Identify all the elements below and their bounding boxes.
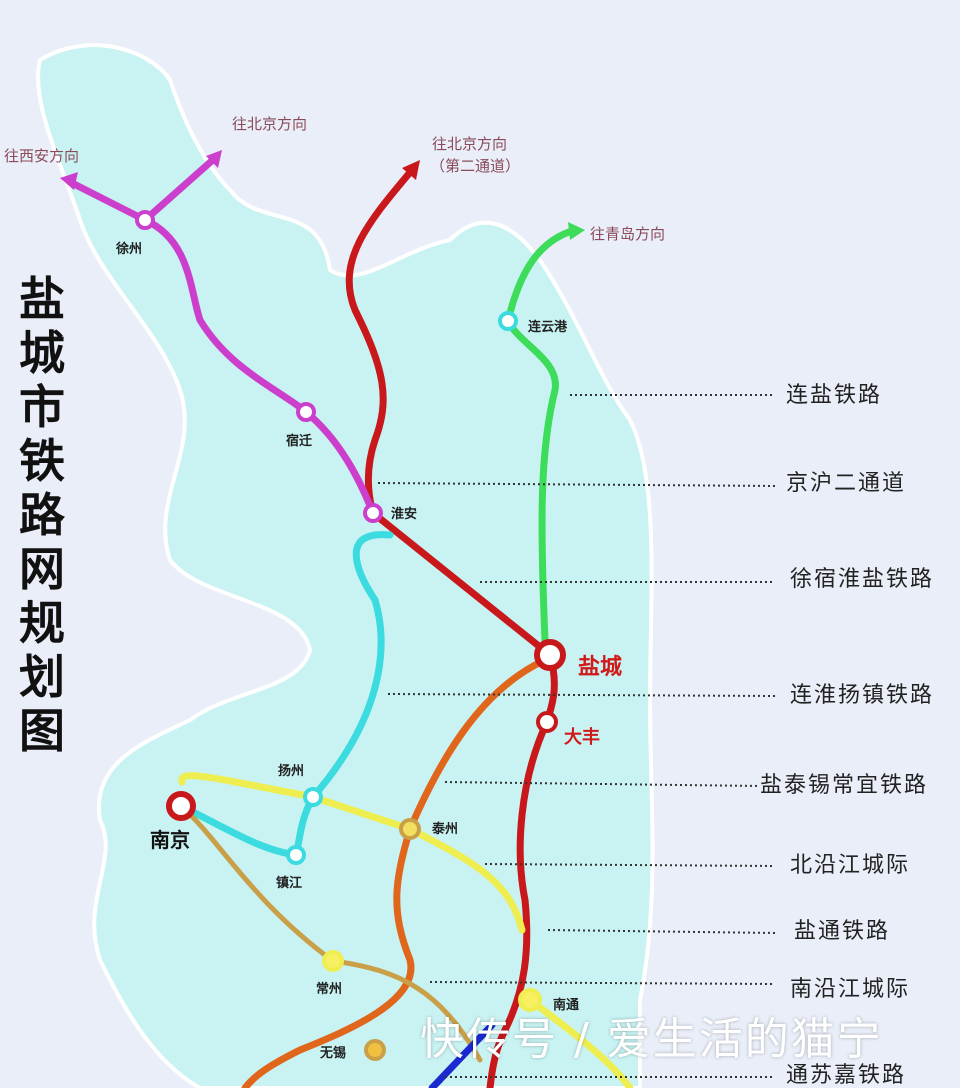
jiangsu-land xyxy=(36,43,655,1088)
beiyanjiang-line xyxy=(178,772,526,934)
legend-beiyanjiang: 北沿江城际 xyxy=(790,853,911,878)
station-xuzhou[interactable] xyxy=(135,210,155,230)
label-nantong: 南通 xyxy=(553,998,580,1013)
label-wuxi: 无锡 xyxy=(320,1046,347,1061)
direction-beijing: 往北京方向 xyxy=(232,115,308,133)
direction-xian: 往西安方向 xyxy=(4,147,80,165)
station-taizhou[interactable] xyxy=(399,818,421,840)
map-title: 盐城市铁路网规划图 xyxy=(19,272,65,758)
legend-yantaixichangyi: 盐泰锡常宜铁路 xyxy=(760,773,929,798)
legend-lianhuaiyangzhen: 连淮扬镇铁路 xyxy=(790,683,935,708)
legend-xusuhuaiyan: 徐宿淮盐铁路 xyxy=(790,567,935,592)
station-changzhou[interactable] xyxy=(322,950,344,972)
legend-yantong: 盐通铁路 xyxy=(794,919,891,944)
yancheng-nantong-line xyxy=(369,509,558,1088)
legend-tongsujia: 通苏嘉铁路 xyxy=(786,1063,907,1088)
blue-line xyxy=(428,1021,496,1088)
lianhuaiyangzhen-line xyxy=(177,531,394,859)
arrow-qingdao xyxy=(568,222,585,240)
station-nantong[interactable] xyxy=(518,988,542,1012)
station-nanjing[interactable] xyxy=(166,791,196,821)
leader-line xyxy=(484,863,776,867)
station-zhenjiang[interactable] xyxy=(286,845,306,865)
leader-line xyxy=(377,482,776,487)
station-yangzhou[interactable] xyxy=(303,787,323,807)
yantaixichangyi-line xyxy=(241,656,549,1088)
jinghu-second-corridor-line xyxy=(345,166,416,517)
station-suqian[interactable] xyxy=(296,402,316,422)
arrow-beijing2 xyxy=(402,160,420,180)
label-yangzhou: 扬州 xyxy=(278,764,305,779)
direction-qingdao: 往青岛方向 xyxy=(590,225,666,243)
watermark: 快传号 / 爱生活的猫宁 xyxy=(420,1014,883,1065)
legend-jinghu2: 京沪二通道 xyxy=(786,471,907,496)
arrow-beijing xyxy=(206,150,222,168)
station-yancheng[interactable] xyxy=(534,639,566,671)
station-huaian[interactable] xyxy=(363,503,383,523)
direction-beijing2: 往北京方向 xyxy=(432,135,508,153)
legend-nanyanjiang: 南沿江城际 xyxy=(790,977,911,1002)
tongsujia-line xyxy=(526,996,634,1088)
label-zhenjiang: 镇江 xyxy=(276,876,303,891)
label-dafeng: 大丰 xyxy=(564,727,600,748)
legend-lianyan: 连盐铁路 xyxy=(786,383,883,408)
station-dafeng[interactable] xyxy=(536,711,558,733)
label-lianyungang: 连云港 xyxy=(528,320,568,335)
direction-beijing2-sub: （第二通道） xyxy=(430,157,521,175)
label-huaian: 淮安 xyxy=(391,507,418,522)
lianyan-line xyxy=(504,226,579,644)
label-xuzhou: 徐州 xyxy=(116,242,143,257)
arrow-xian xyxy=(60,172,78,190)
label-suqian: 宿迁 xyxy=(286,434,313,449)
label-changzhou: 常州 xyxy=(316,982,343,997)
label-yancheng: 盐城 xyxy=(578,655,623,680)
station-lianyungang[interactable] xyxy=(498,311,518,331)
label-nanjing: 南京 xyxy=(150,828,190,852)
station-wuxi[interactable] xyxy=(364,1039,386,1061)
label-taizhou: 泰州 xyxy=(432,822,459,837)
